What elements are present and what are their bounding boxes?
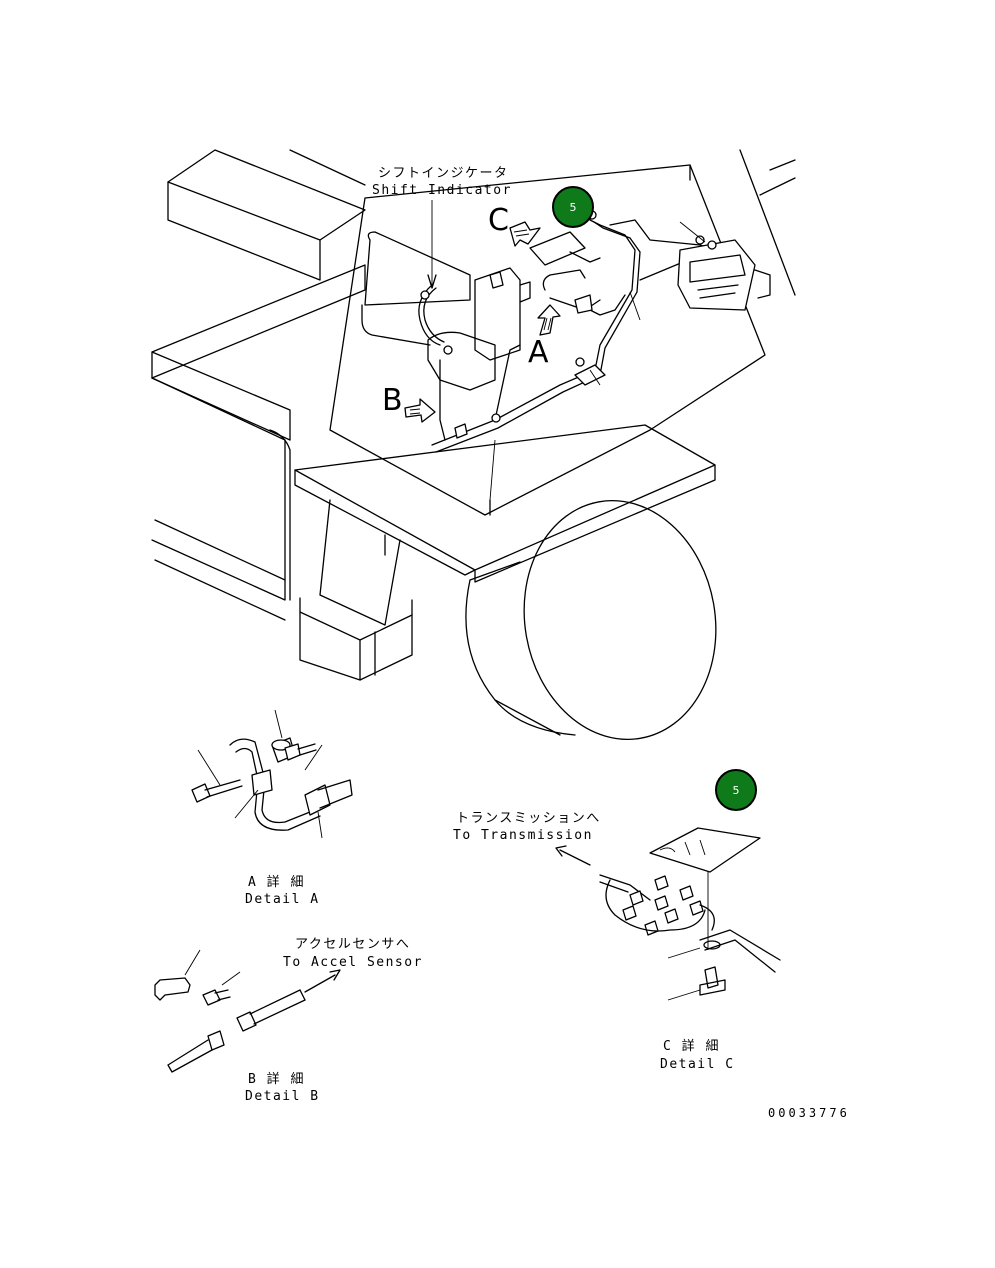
detail-a-drawing — [191, 709, 353, 839]
detail-c-badge-number: 5 — [733, 784, 740, 797]
detail-a-title-en: Detail A — [245, 892, 320, 907]
leader-lines — [427, 200, 706, 501]
view-letter-c: C — [488, 203, 509, 238]
detail-b-title-en: Detail B — [245, 1089, 320, 1104]
to-accel-sensor-jp: アクセルセンサへ — [295, 937, 410, 952]
detail-c-title-jp: C 詳 細 — [663, 1038, 720, 1054]
view-arrow-b — [404, 398, 436, 423]
detail-c-drawing — [555, 827, 781, 1001]
machine-body — [151, 149, 796, 740]
drawing-number: 00033776 — [768, 1106, 850, 1120]
view-letter-a: A — [528, 335, 549, 370]
detail-c-callout-badge: 5 — [715, 769, 757, 811]
wiring-harness — [418, 210, 771, 453]
detail-b-drawing — [154, 949, 341, 1073]
shift-indicator-unit — [427, 267, 531, 391]
callout-badge: 5 — [552, 186, 594, 228]
callout-badge-number: 5 — [570, 201, 577, 214]
shift-indicator-label-jp: シフトインジケータ — [378, 166, 509, 181]
to-accel-sensor-en: To Accel Sensor — [283, 955, 423, 970]
view-letter-b: B — [382, 383, 403, 418]
view-arrow-c — [509, 221, 541, 247]
detail-c-title-en: Detail C — [660, 1057, 735, 1072]
to-transmission-en: To Transmission — [453, 828, 593, 843]
detail-b-title-jp: B 詳 細 — [248, 1071, 305, 1087]
to-transmission-jp: トランスミッションへ — [456, 811, 601, 826]
detail-a-title-jp: A 詳 細 — [248, 874, 305, 890]
shift-indicator-label-en: Shift Indicator — [372, 183, 512, 198]
view-arrow-a — [537, 304, 561, 336]
